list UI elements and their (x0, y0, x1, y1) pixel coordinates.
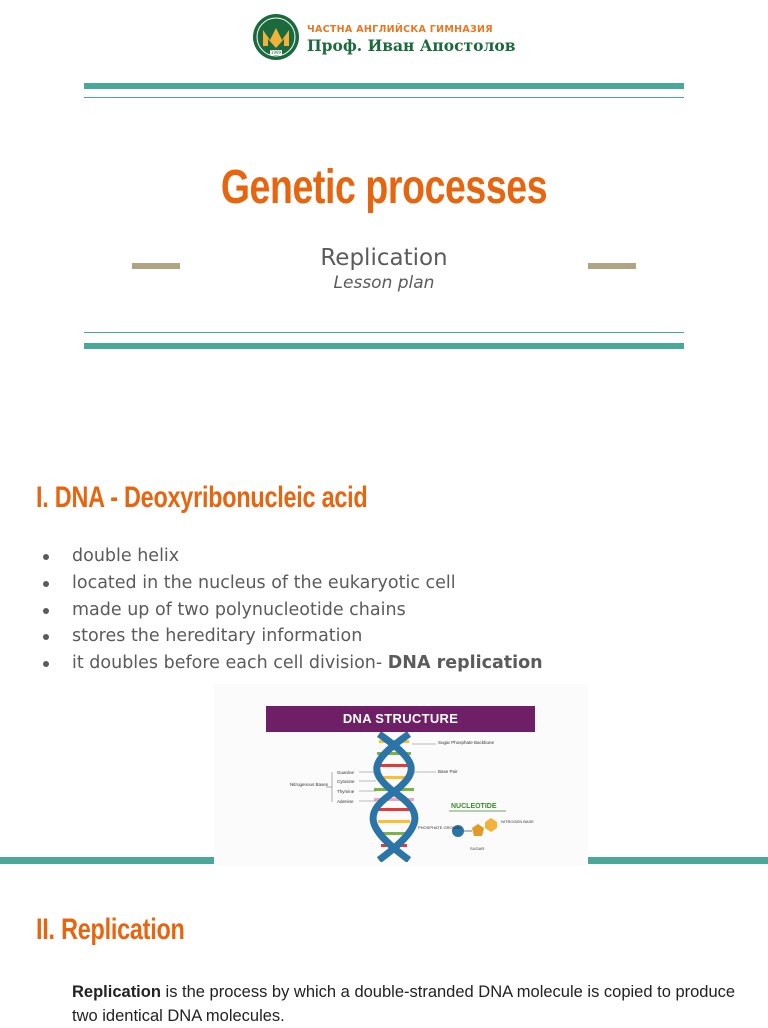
emblem-year: 1999 (271, 50, 282, 55)
dna-facts-list: double helix located in the nucleus of t… (36, 543, 756, 677)
section-1-heading: I. DNA - Deoxyribonucleic acid (36, 481, 368, 514)
school-name-line1: ЧАСТНА АНГЛИЙСКА ГИМНАЗИЯ (307, 24, 493, 35)
figure-banner-text: DNA STRUCTURE (342, 711, 459, 726)
left-dash-divider (132, 263, 180, 269)
mid-rule-thick (84, 343, 684, 349)
label-sugar: SUGAR (470, 846, 484, 851)
list-item: double helix (36, 543, 756, 570)
list-item-text: made up of two polynucleotide chains (72, 599, 406, 620)
list-item: located in the nucleus of the eukaryotic… (36, 570, 756, 597)
base-guanine: Guanine (337, 770, 355, 775)
list-item-text: it doubles before each cell division- (72, 653, 388, 674)
label-nucleotide: NUCLEOTIDE (451, 803, 497, 810)
label-nitrogenous: Nitrogenous Bases (290, 782, 329, 787)
label-base-pair: Base Pair (438, 769, 458, 774)
helix-strand-2 (373, 732, 419, 862)
list-item: it doubles before each cell division- DN… (36, 650, 756, 677)
base-cytosine: Cytosine (337, 779, 355, 784)
list-item-text: located in the nucleus of the eukaryotic… (72, 572, 456, 593)
definition-text: is the process by which a double-strande… (72, 983, 736, 1025)
sugar-icon (472, 824, 484, 836)
nitrogen-base-icon (485, 818, 497, 832)
label-phosphate: PHOSPHATE GROUND (418, 825, 461, 830)
subtitle: Replication (320, 245, 448, 271)
page-title: Genetic processes (220, 161, 548, 214)
list-item-text: double helix (72, 546, 180, 566)
top-rule-thick (84, 83, 684, 89)
section-2-heading: II. Replication (36, 913, 185, 946)
dna-helix-diagram: Sugar Phosphate Backbone Base Pair Guani… (290, 732, 534, 862)
phosphate-icon (452, 825, 464, 837)
mid-rule-thin (84, 332, 684, 333)
lesson-label: Lesson plan (333, 273, 435, 293)
label-backbone: Sugar Phosphate Backbone (438, 740, 495, 745)
list-item-text: stores the hereditary information (72, 626, 363, 647)
list-item: made up of two polynucleotide chains (36, 597, 756, 624)
definition-term: Replication (72, 983, 161, 1001)
figure-banner (266, 706, 535, 732)
list-item: stores the hereditary information (36, 623, 756, 650)
list-item-bold: DNA replication (387, 653, 543, 674)
label-nitrogen-base: NITROGEN BASE (501, 819, 534, 824)
school-name-line2: Проф. Иван Апостолов (307, 36, 516, 55)
base-thymine: Thymine (337, 789, 355, 794)
replication-definition: Replication is the process by which a do… (72, 980, 752, 1028)
lower-rule-left (0, 857, 214, 864)
right-dash-divider (588, 263, 636, 269)
base-adenine: Adenine (337, 799, 354, 804)
lower-rule-right (588, 857, 768, 864)
school-emblem-icon: 1999 (253, 14, 299, 60)
top-rule-thin (84, 97, 684, 98)
